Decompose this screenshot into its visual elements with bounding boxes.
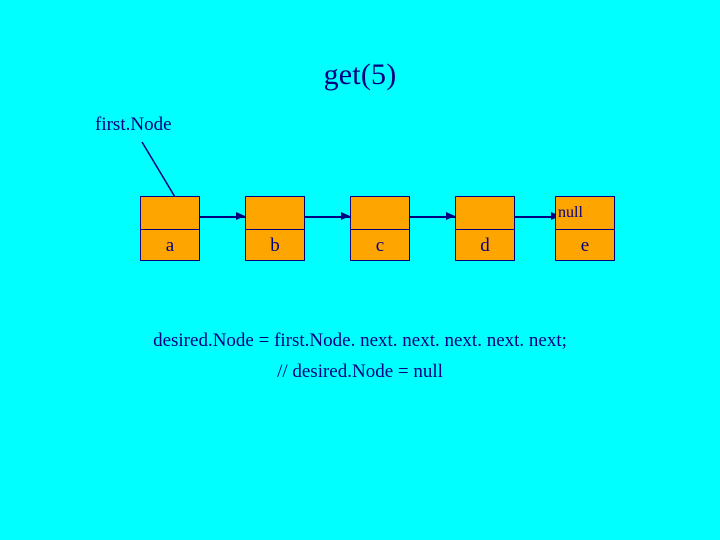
node-link-arrow-4: [515, 212, 560, 221]
null-label: null: [558, 204, 583, 221]
arrow-shaft: [305, 216, 350, 218]
arrow-head: [446, 212, 455, 220]
node-divider: [246, 229, 304, 230]
first-node-label: first.Node: [95, 114, 172, 135]
list-node-3: c: [350, 196, 410, 261]
node-value: d: [480, 235, 490, 256]
caption-line-1: desired.Node = first.Node. next. next. n…: [153, 330, 567, 351]
node-divider: [351, 229, 409, 230]
page-title: get(5): [323, 58, 397, 91]
node-value: b: [270, 235, 280, 256]
node-value: a: [165, 235, 175, 256]
arrow-head: [341, 212, 350, 220]
list-node-4: d: [455, 196, 515, 261]
first-node-pointer-line: [141, 141, 179, 203]
caption-line-2: // desired.Node = null: [277, 361, 443, 382]
list-node-2: b: [245, 196, 305, 261]
node-link-arrow-2: [305, 212, 350, 221]
list-node-1: a: [140, 196, 200, 261]
arrow-shaft: [515, 216, 560, 218]
node-divider: [456, 229, 514, 230]
arrow-head: [236, 212, 245, 220]
node-value: c: [375, 235, 385, 256]
node-divider: [556, 229, 614, 230]
node-value: e: [580, 235, 590, 256]
node-divider: [141, 229, 199, 230]
node-link-arrow-3: [410, 212, 455, 221]
arrow-shaft: [200, 216, 245, 218]
list-node-5: e: [555, 196, 615, 261]
node-link-arrow-1: [200, 212, 245, 221]
arrow-shaft: [410, 216, 455, 218]
